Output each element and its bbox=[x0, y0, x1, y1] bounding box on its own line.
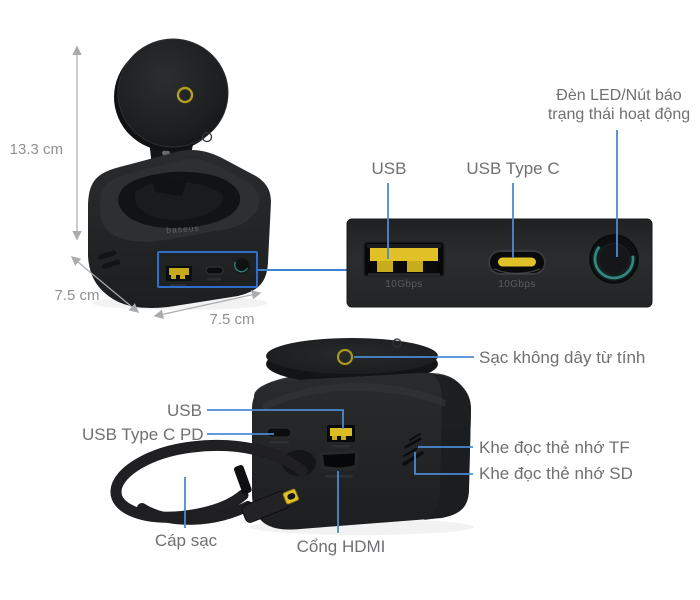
front-ports-mini bbox=[166, 257, 251, 287]
tf-card-slot-label: Khe đọc thẻ nhớ TF bbox=[479, 438, 630, 457]
sd-card-slot-label: Khe đọc thẻ nhớ SD bbox=[479, 464, 633, 483]
led-status-button bbox=[589, 234, 639, 284]
usb-a-port bbox=[363, 241, 445, 277]
usb-c-plug bbox=[241, 488, 300, 523]
dock-perspective-view bbox=[88, 38, 271, 308]
dock-front-body bbox=[252, 372, 471, 530]
leader-usb-bottom bbox=[207, 409, 344, 429]
usb-c-port-label: USB Type C bbox=[466, 159, 560, 178]
hdmi-port bbox=[319, 450, 359, 478]
usb-port-label: USB bbox=[371, 159, 407, 178]
dock-front-view bbox=[252, 338, 471, 530]
sd-card-slot-cut bbox=[402, 451, 424, 466]
memory-card-slots bbox=[402, 433, 424, 466]
disc-logo-mark-bottom bbox=[392, 338, 402, 348]
depth-arrow bbox=[153, 290, 262, 319]
flip-up-charger-disc bbox=[118, 39, 228, 147]
width-arrow bbox=[70, 256, 140, 313]
usb-c-pd-label: USB Type C PD bbox=[82, 425, 204, 444]
usb-c-port bbox=[488, 250, 546, 275]
charging-cable-label: Cáp sạc bbox=[154, 531, 218, 550]
dimension-height-label: 13.3 cm bbox=[9, 141, 63, 158]
usb-bottom-label: USB bbox=[167, 401, 202, 420]
mini-usb-c-port bbox=[205, 266, 224, 275]
magsafe-ring-icon bbox=[176, 86, 194, 104]
leader-sd-slot bbox=[414, 452, 473, 475]
hdmi-port-label: Cổng HDMI bbox=[296, 537, 386, 556]
led-button-label: Đèn LED/Nút báo trạng thái hoạt động bbox=[547, 87, 691, 123]
tf-card-slot-cut bbox=[404, 437, 422, 449]
disc-logo-mark bbox=[201, 131, 213, 143]
dimension-depth-label: 7.5 cm bbox=[209, 311, 255, 328]
usb-speed-badge: 10Gbps bbox=[385, 279, 423, 290]
dimension-width-label: 7.5 cm bbox=[54, 287, 100, 304]
ports-highlight-box bbox=[157, 251, 258, 288]
usb-c-speed-badge: 10Gbps bbox=[498, 279, 536, 290]
magsafe-ring-icon-bottom bbox=[336, 348, 354, 366]
ports-zoom-panel bbox=[346, 218, 653, 308]
usb-c-pd-port bbox=[266, 427, 292, 438]
leader-lines bbox=[184, 130, 618, 533]
usb-a-port-front bbox=[327, 425, 355, 448]
dimension-arrows bbox=[70, 45, 262, 319]
wireless-charger-label: Sạc không dây từ tính bbox=[479, 348, 646, 367]
charging-cable bbox=[110, 439, 308, 525]
